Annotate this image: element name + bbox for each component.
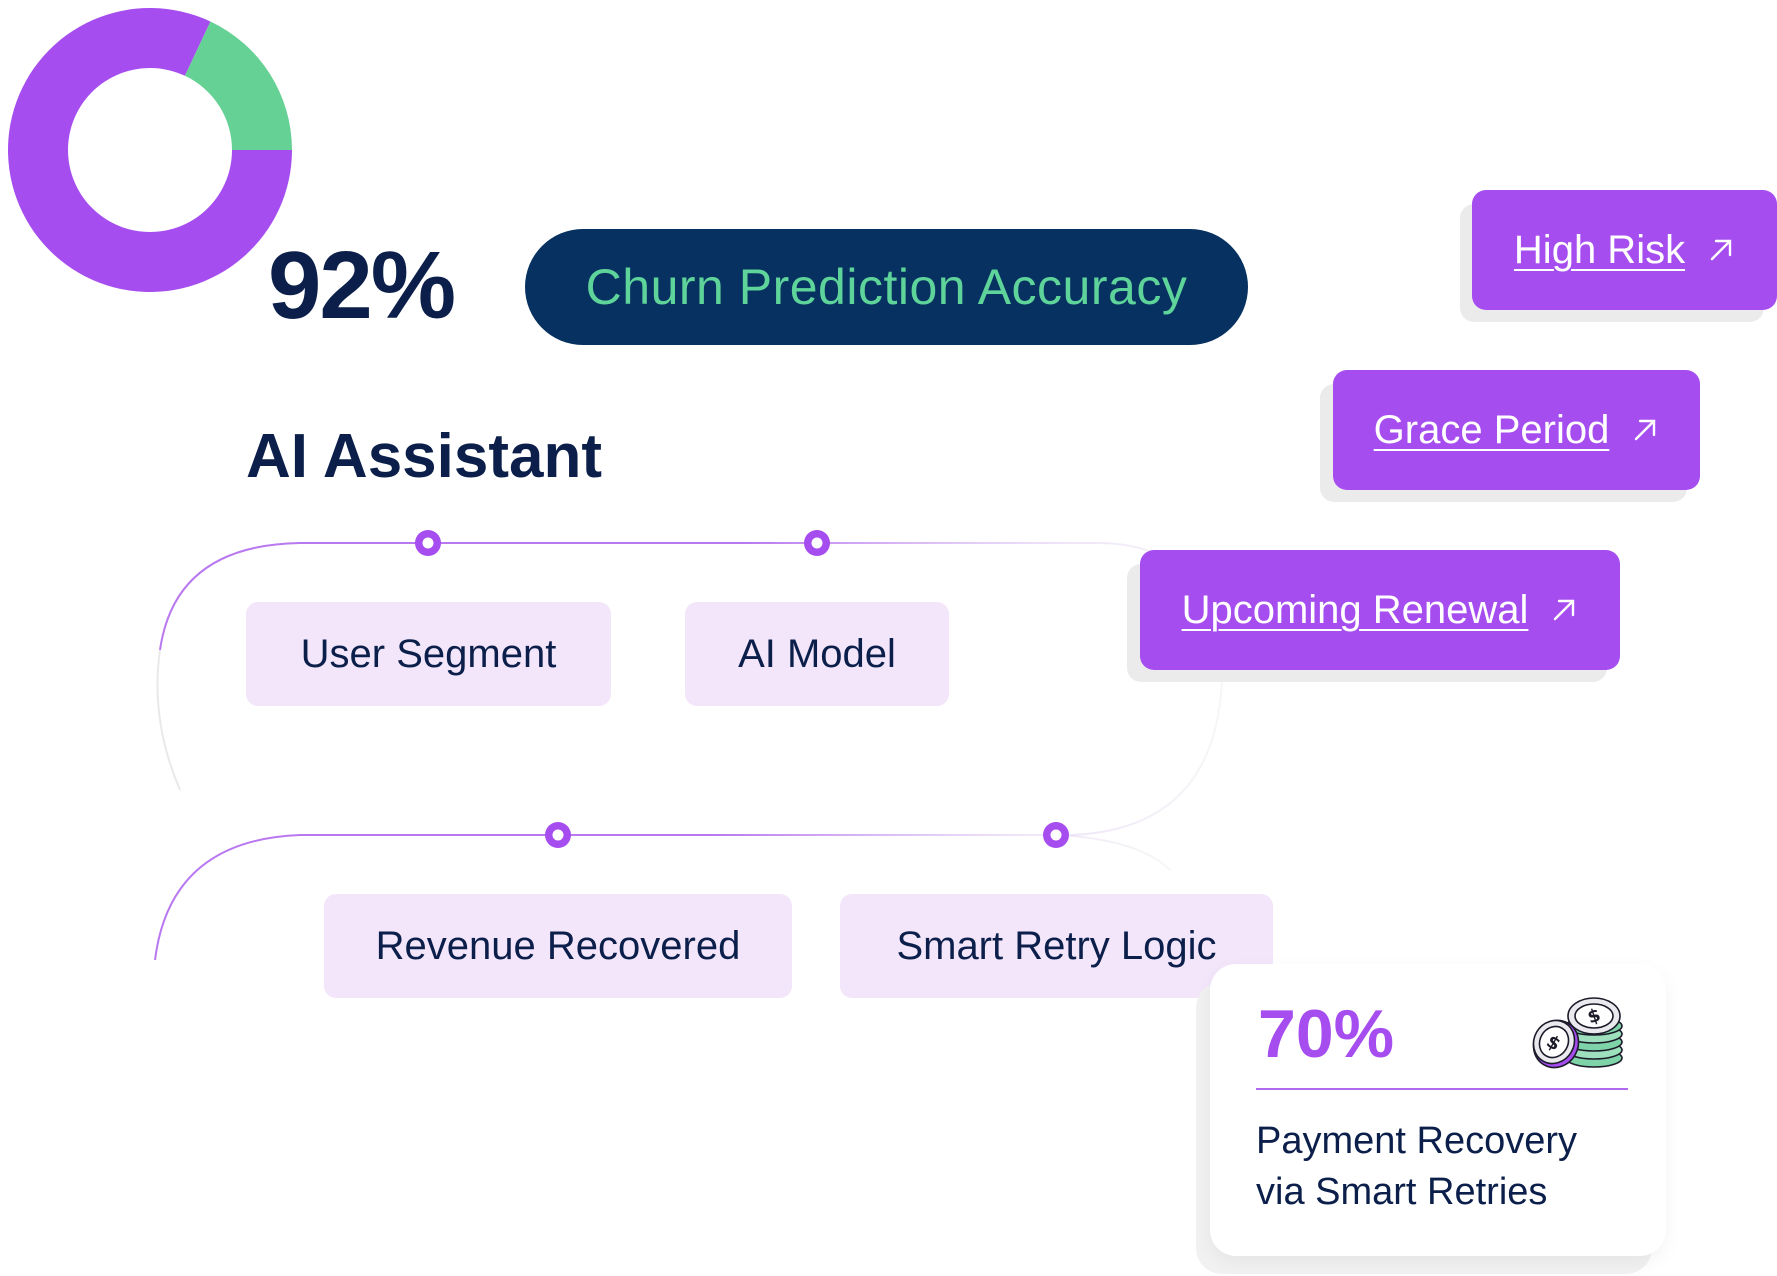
tag-label: High Risk	[1513, 227, 1686, 272]
tag-upcoming-renewal[interactable]: Upcoming Renewal	[1140, 550, 1620, 670]
churn-prediction-label: Churn Prediction Accuracy	[585, 259, 1188, 315]
connector-top-left-fade	[156, 649, 181, 791]
donut-slice	[184, 21, 292, 151]
tag-label: Upcoming Renewal	[1181, 587, 1529, 632]
payment-recovery-card: 70% $ $ Payment Recovery via Smart Retri…	[1210, 964, 1666, 1256]
chip-label: Revenue Recovered	[375, 923, 741, 968]
tag-label: Grace Period	[1373, 407, 1610, 452]
chip-user-segment: User Segment	[246, 602, 611, 706]
chip-label: User Segment	[300, 631, 557, 676]
card-divider	[1256, 1088, 1628, 1090]
tag-grace-period[interactable]: Grace Period	[1333, 370, 1700, 490]
chip-smart-retry-logic: Smart Retry Logic	[840, 894, 1273, 998]
chip-label: Smart Retry Logic	[896, 923, 1217, 968]
arrow-up-right-icon	[1710, 239, 1732, 261]
coins-stack-icon: $ $	[1532, 997, 1623, 1069]
donut-slice	[8, 8, 292, 292]
accuracy-percent: 92%	[268, 232, 456, 339]
connector-node	[1043, 822, 1069, 848]
ai-assistant-title: AI Assistant	[246, 422, 603, 491]
recovery-description: Payment Recovery via Smart Retries	[1256, 1120, 1578, 1214]
recovery-percent: 70%	[1258, 996, 1395, 1072]
churn-prediction-pill: Churn Prediction Accuracy	[525, 229, 1248, 345]
chip-revenue-recovered: Revenue Recovered	[324, 894, 792, 998]
connector-node	[545, 822, 571, 848]
chip-ai-model: AI Model	[685, 602, 949, 706]
arrow-up-right-icon	[1554, 599, 1575, 621]
accuracy-donut-chart	[8, 8, 292, 292]
chip-label: AI Model	[738, 631, 896, 676]
connector-node	[415, 530, 441, 556]
connector-node	[804, 530, 830, 556]
tag-high-risk[interactable]: High Risk	[1472, 190, 1777, 310]
arrow-up-right-icon	[1635, 419, 1656, 441]
svg-text:$: $	[1585, 1005, 1603, 1029]
